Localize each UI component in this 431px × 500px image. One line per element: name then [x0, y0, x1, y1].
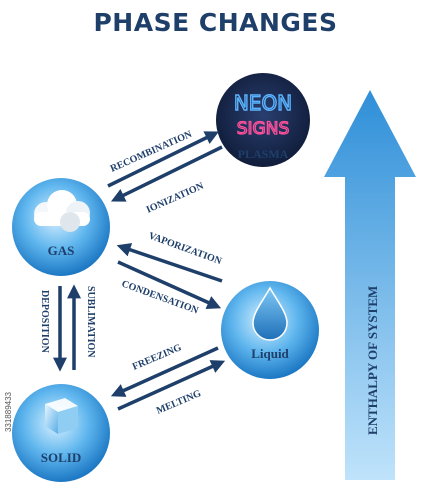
liquid-node: Liquid [221, 281, 319, 379]
neon-sign-line1: NEON [234, 91, 292, 115]
plasma-node: NEON SIGNS PLASMA [216, 73, 310, 167]
condensation-label: CONDENSATION [120, 278, 201, 316]
vaporization-label: VAPORIZATION [147, 230, 224, 267]
solid-node: SOLID [12, 384, 110, 482]
liquid-solid-arrows: FREEZING MELTING [110, 342, 226, 417]
page-title: PHASE CHANGES [93, 8, 338, 37]
melting-label: MELTING [155, 388, 203, 417]
plasma-label: PLASMA [238, 147, 289, 161]
deposition-label: DEPOSITION [39, 290, 50, 354]
neon-sign-line2: SIGNS [237, 119, 290, 139]
gas-liquid-arrows: VAPORIZATION CONDENSATION [116, 230, 224, 317]
ice-cube-icon [45, 398, 78, 434]
cloud-icon [34, 190, 90, 232]
gas-solid-arrows: DEPOSITION SUBLIMATION [39, 284, 96, 372]
gas-label: GAS [48, 243, 75, 258]
water-drop-icon [252, 286, 288, 341]
ionization-label: IONIZATION [145, 180, 206, 215]
gas-plasma-arrows: RECOMBINATION IONIZATION [107, 129, 223, 216]
enthalpy-label: ENTHALPY OF SYSTEM [365, 286, 380, 435]
sublimation-label: SUBLIMATION [85, 286, 96, 358]
stock-id-watermark: 331889433 [4, 392, 13, 433]
liquid-label: Liquid [251, 346, 289, 361]
gas-node: GAS [12, 178, 110, 276]
enthalpy-arrow: ENTHALPY OF SYSTEM [324, 90, 416, 480]
solid-label: SOLID [41, 450, 81, 465]
